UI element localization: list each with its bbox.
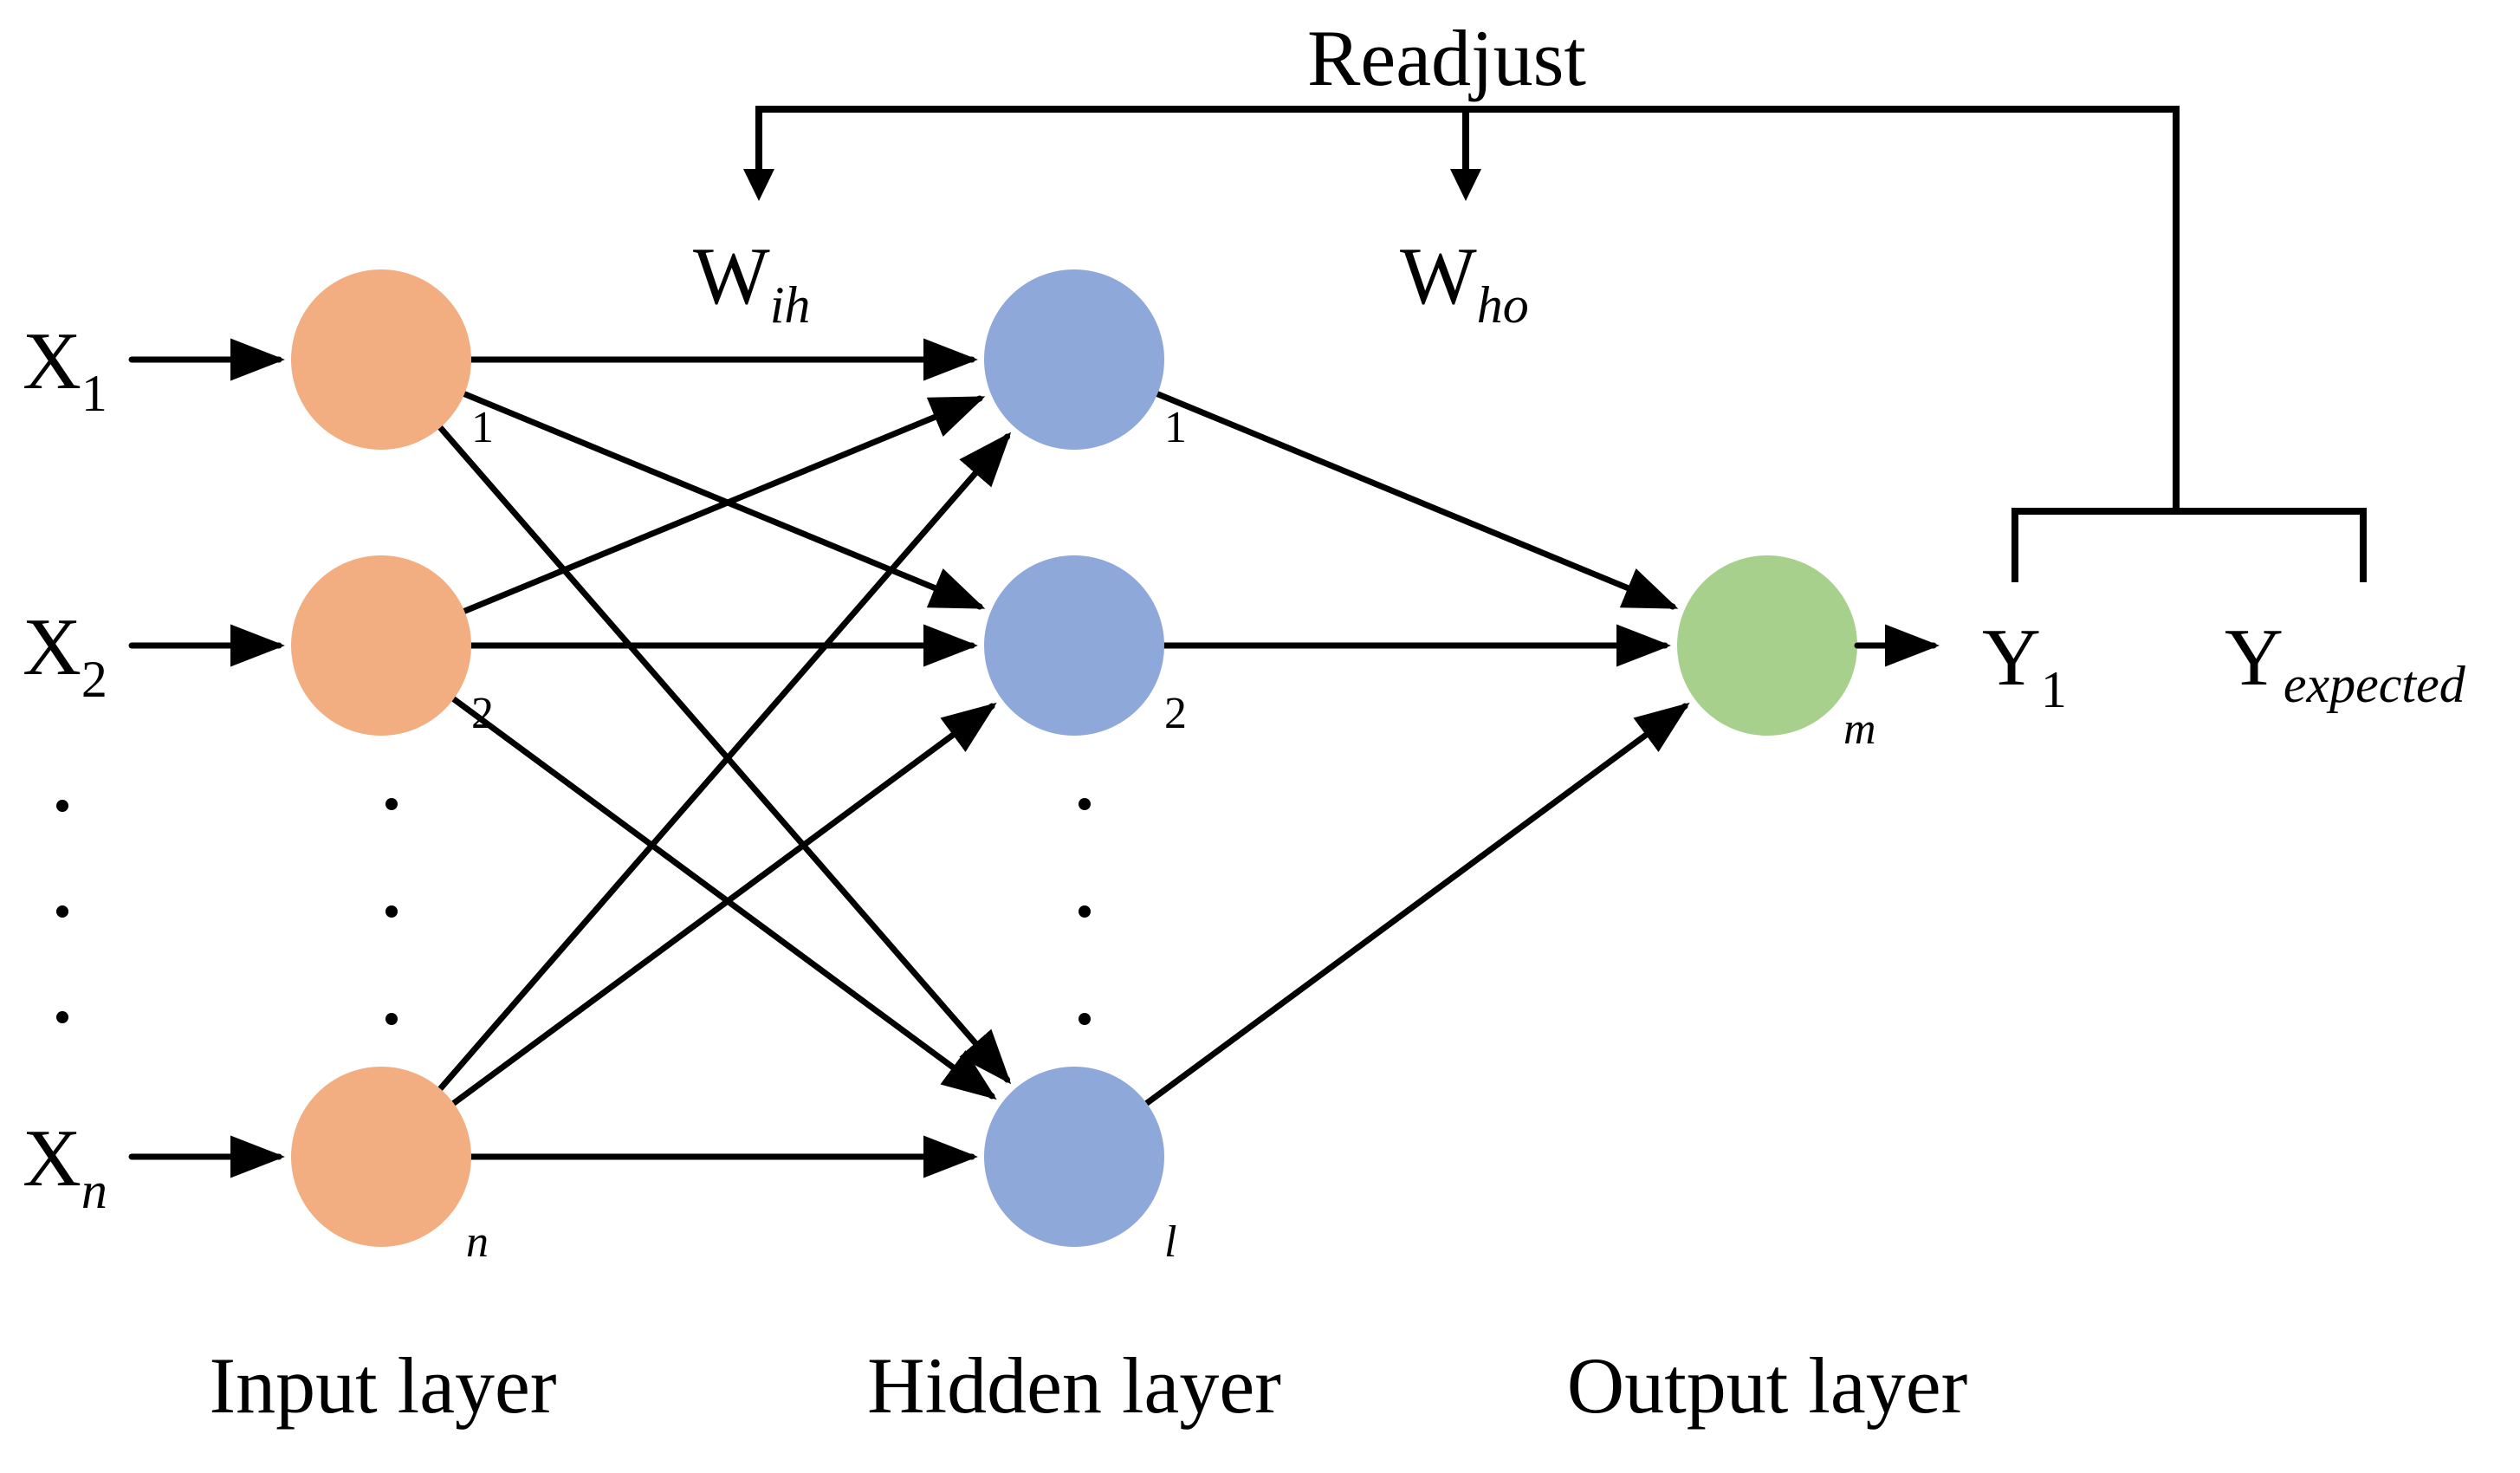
connection-hidden-1-output-m [1150, 388, 1679, 610]
connection-input-2-hidden-l [446, 692, 997, 1100]
input-node-2 [291, 555, 471, 736]
connections [433, 338, 1690, 1178]
input-arrows [128, 338, 285, 1178]
weight-label-hidden-output: Who [1400, 231, 1529, 334]
layer-label-hidden: Hidden layer [867, 1341, 1281, 1430]
ellipsis-dot [1079, 1013, 1091, 1025]
ellipsis-dot [385, 1013, 398, 1025]
input-node-index-1: 1 [471, 403, 494, 452]
ellipsis-dot [1079, 798, 1091, 810]
connection-input-n-hidden-1 [433, 432, 1012, 1096]
feedback-arrow-wih [743, 169, 774, 201]
output-label-y1: Y1 [1982, 613, 2067, 718]
readjust-label: Readjust [1307, 14, 1586, 102]
input-layer-nodes: 1 2 n [291, 269, 494, 1267]
layer-label-output: Output layer [1567, 1341, 1967, 1430]
ellipsis-dot [56, 905, 68, 918]
hidden-node-1 [984, 269, 1164, 450]
input-label-1: X1 [23, 316, 107, 422]
connection-input-1-hidden-l [433, 420, 1012, 1085]
hidden-node-l [984, 1067, 1164, 1247]
ellipsis-dots [56, 798, 1091, 1025]
ellipsis-dot [1079, 905, 1091, 918]
connection-input-n-hidden-2 [446, 702, 997, 1110]
layer-label-input: Input layer [209, 1341, 556, 1430]
input-node-index-n: n [466, 1217, 489, 1267]
output-layer-nodes: m [1677, 555, 1876, 754]
readjust-feedback-loop: Readjust [743, 14, 2367, 582]
output-label-expected: Yexpected [2225, 613, 2466, 713]
connection-input-1-hidden-2 [457, 388, 986, 610]
ellipsis-dot [56, 800, 68, 812]
output-node-m [1677, 555, 1857, 736]
input-label-n: Xn [23, 1113, 107, 1219]
input-node-n [291, 1067, 471, 1247]
hidden-layer-nodes: 1 2 l [984, 269, 1187, 1267]
input-node-1 [291, 269, 471, 450]
connection-hidden-l-output-m [1139, 702, 1690, 1110]
compare-bracket [2011, 508, 2367, 582]
hidden-node-index-2: 2 [1164, 689, 1187, 738]
ellipsis-dot [385, 798, 398, 810]
hidden-node-index-l: l [1164, 1217, 1176, 1267]
connection-input-2-hidden-1 [457, 395, 986, 617]
output-node-index-m: m [1843, 704, 1876, 754]
weight-label-input-hidden: Wih [693, 231, 810, 334]
hidden-node-index-1: 1 [1164, 403, 1187, 452]
ellipsis-dot [385, 905, 398, 918]
feedback-arrow-who [1450, 169, 1481, 201]
input-node-index-2: 2 [471, 689, 494, 738]
input-label-2: X2 [23, 602, 107, 708]
ellipsis-dot [56, 1011, 68, 1023]
hidden-node-2 [984, 555, 1164, 736]
